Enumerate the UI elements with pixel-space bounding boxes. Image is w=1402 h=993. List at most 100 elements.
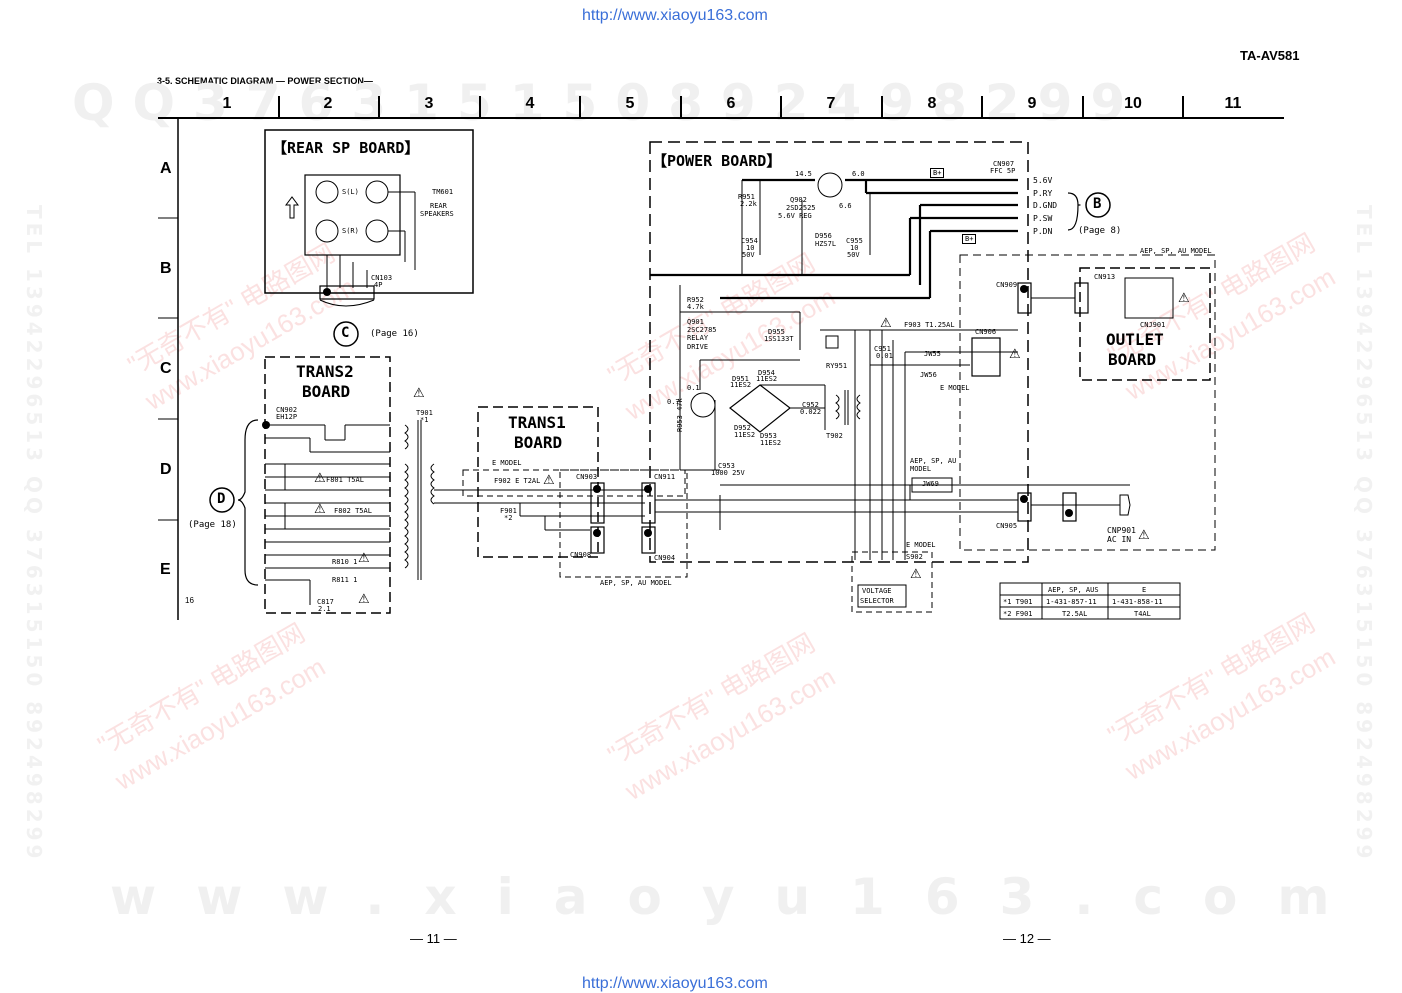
q901-part: 2SC2785 — [687, 326, 717, 334]
c817-label: C817 — [317, 598, 334, 606]
jw69-label: JW69 — [922, 480, 939, 488]
row-label: D — [160, 461, 172, 478]
watermark-vertical-left: TEL 13942296513 QQ 376315150 892498299 — [22, 205, 46, 863]
e-model-label: E MODEL — [940, 384, 970, 392]
aep-model-label-2: AEP, SP, AU — [910, 457, 957, 465]
cn911-label: CN911 — [654, 473, 676, 481]
model-number: TA-AV581 — [1240, 48, 1300, 63]
pin-label: P.SW — [1033, 214, 1053, 223]
c954-label: C954 — [741, 237, 758, 245]
outlet-board-title-1: OUTLET — [1106, 330, 1164, 349]
section-title: 3-5. SCHEMATIC DIAGRAM — POWER SECTION— — [157, 76, 373, 86]
q902-voltage-base: 6.6 — [839, 202, 852, 210]
q902-label: Q902 — [790, 196, 807, 204]
q902-voltage-in: 14.5 — [795, 170, 812, 178]
trans2-board-title-1: TRANS2 — [296, 362, 354, 381]
d956-part: HZS7L — [815, 240, 837, 248]
bottom-url[interactable]: http://www.xiaoyu163.com — [582, 975, 768, 992]
column-label: 5 — [625, 95, 635, 112]
cn905-label: CN905 — [996, 522, 1018, 530]
column-label: 11 — [1224, 95, 1242, 112]
jw55-label: JW55 — [924, 350, 941, 358]
warning-icon: ⚠ — [880, 315, 892, 330]
d951-label: D951 — [732, 375, 749, 383]
warning-icon: ⚠ — [1009, 346, 1021, 361]
d952-label: D952 — [734, 424, 751, 432]
row-label: E — [160, 561, 171, 578]
d955-part: 1SS133T — [764, 335, 794, 343]
cnp901-label: CNP901 — [1107, 526, 1136, 535]
d956-label: D956 — [815, 232, 832, 240]
f903-label: F903 T1.25AL — [904, 321, 955, 329]
column-label: 1 — [222, 95, 232, 112]
bplus-label: B+ — [930, 168, 945, 178]
watermark-vertical-right: TEL 13942296513 QQ 376315150 892498299 — [1352, 205, 1376, 863]
pin-label: P.RY — [1033, 189, 1053, 198]
c817-value: 2.1 — [318, 605, 331, 613]
outlet-board-title-2: BOARD — [1108, 350, 1157, 369]
column-label: 9 — [1027, 95, 1037, 112]
column-label: 8 — [927, 95, 937, 112]
c952-label: C952 — [802, 401, 819, 409]
table-header: E — [1142, 586, 1147, 594]
power-board-title: 【POWER BOARD】 — [652, 152, 782, 170]
r951-label: R951 — [738, 193, 755, 201]
voltage-selector-label-2: SELECTOR — [860, 597, 894, 605]
aep-model-label: AEP, SP, AU MODEL — [1140, 247, 1212, 255]
model-label: MODEL — [910, 465, 932, 473]
column-label: 10 — [1124, 95, 1142, 112]
connector-c-page: (Page 16) — [370, 329, 419, 339]
connector-d-page: (Page 18) — [188, 520, 237, 530]
top-url[interactable]: http://www.xiaoyu163.com — [582, 7, 768, 24]
c953-label: C953 — [718, 462, 735, 470]
c951-label: C951 — [874, 345, 891, 353]
column-label: 6 — [726, 95, 736, 112]
t901-label: T901 — [416, 409, 433, 417]
watermark-top: QQ376315150892498299 — [72, 74, 1144, 132]
column-label: 2 — [323, 95, 333, 112]
r951-value: 2.2k — [740, 200, 757, 208]
warning-icon: ⚠ — [413, 385, 425, 400]
cn913-label: CN913 — [1094, 273, 1116, 281]
rear-sp-board-title: 【REAR SP BOARD】 — [272, 139, 420, 157]
q902-function: 5.6V REG — [778, 212, 812, 220]
f801-label: F801 T5AL — [326, 476, 364, 484]
f902-label: F902 E T2AL — [494, 477, 541, 485]
table-cell: 1-431-857-11 — [1046, 598, 1097, 606]
table-header: AEP, SP, AUS — [1048, 586, 1099, 594]
f901-mark: *2 — [504, 514, 513, 522]
r953-label: R953 47k — [676, 398, 684, 432]
warning-icon: ⚠ — [1178, 290, 1190, 305]
warning-icon: ⚠ — [358, 591, 370, 606]
e-model-label-2: E MODEL — [906, 541, 936, 549]
warning-icon: ⚠ — [314, 501, 326, 516]
table-cell: T2.5AL — [1062, 610, 1088, 618]
pin-label: 5.6V — [1033, 176, 1053, 185]
c952-value: 0.022 — [800, 408, 822, 416]
r952-label: R952 — [687, 296, 704, 304]
cn906-label: CN906 — [975, 328, 997, 336]
corner-number: 16 — [185, 596, 194, 605]
f802-label: F802 T5AL — [334, 507, 372, 515]
page-number-left: — 11 — — [410, 931, 457, 946]
warning-icon: ⚠ — [543, 472, 555, 487]
c951-value: 0.01 — [876, 352, 893, 360]
cnj901-label: CNJ901 — [1140, 321, 1166, 329]
d953-part: 11ES2 — [760, 439, 782, 447]
table-cell: *2 F901 — [1003, 610, 1033, 618]
cn902-type: EH12P — [276, 413, 298, 421]
c954-value-1: 10 — [746, 244, 755, 252]
cn902-label: CN902 — [276, 406, 298, 414]
pin-label: P.DN — [1033, 227, 1053, 236]
speaker-right-label: S(R) — [342, 227, 359, 235]
q901-label: Q901 — [687, 318, 704, 326]
d952-part: 11ES2 — [734, 431, 756, 439]
watermark-bottom: www.xiaoyu163.com — [110, 868, 1370, 926]
column-label: 3 — [424, 95, 434, 112]
page-number-right: — 12 — — [1003, 931, 1051, 946]
trans2-board-title-2: BOARD — [302, 382, 351, 401]
column-label: 4 — [525, 95, 535, 112]
d954-part: 11ES2 — [756, 375, 778, 383]
ry951-label: RY951 — [826, 362, 848, 370]
s902-label: S902 — [906, 553, 923, 561]
